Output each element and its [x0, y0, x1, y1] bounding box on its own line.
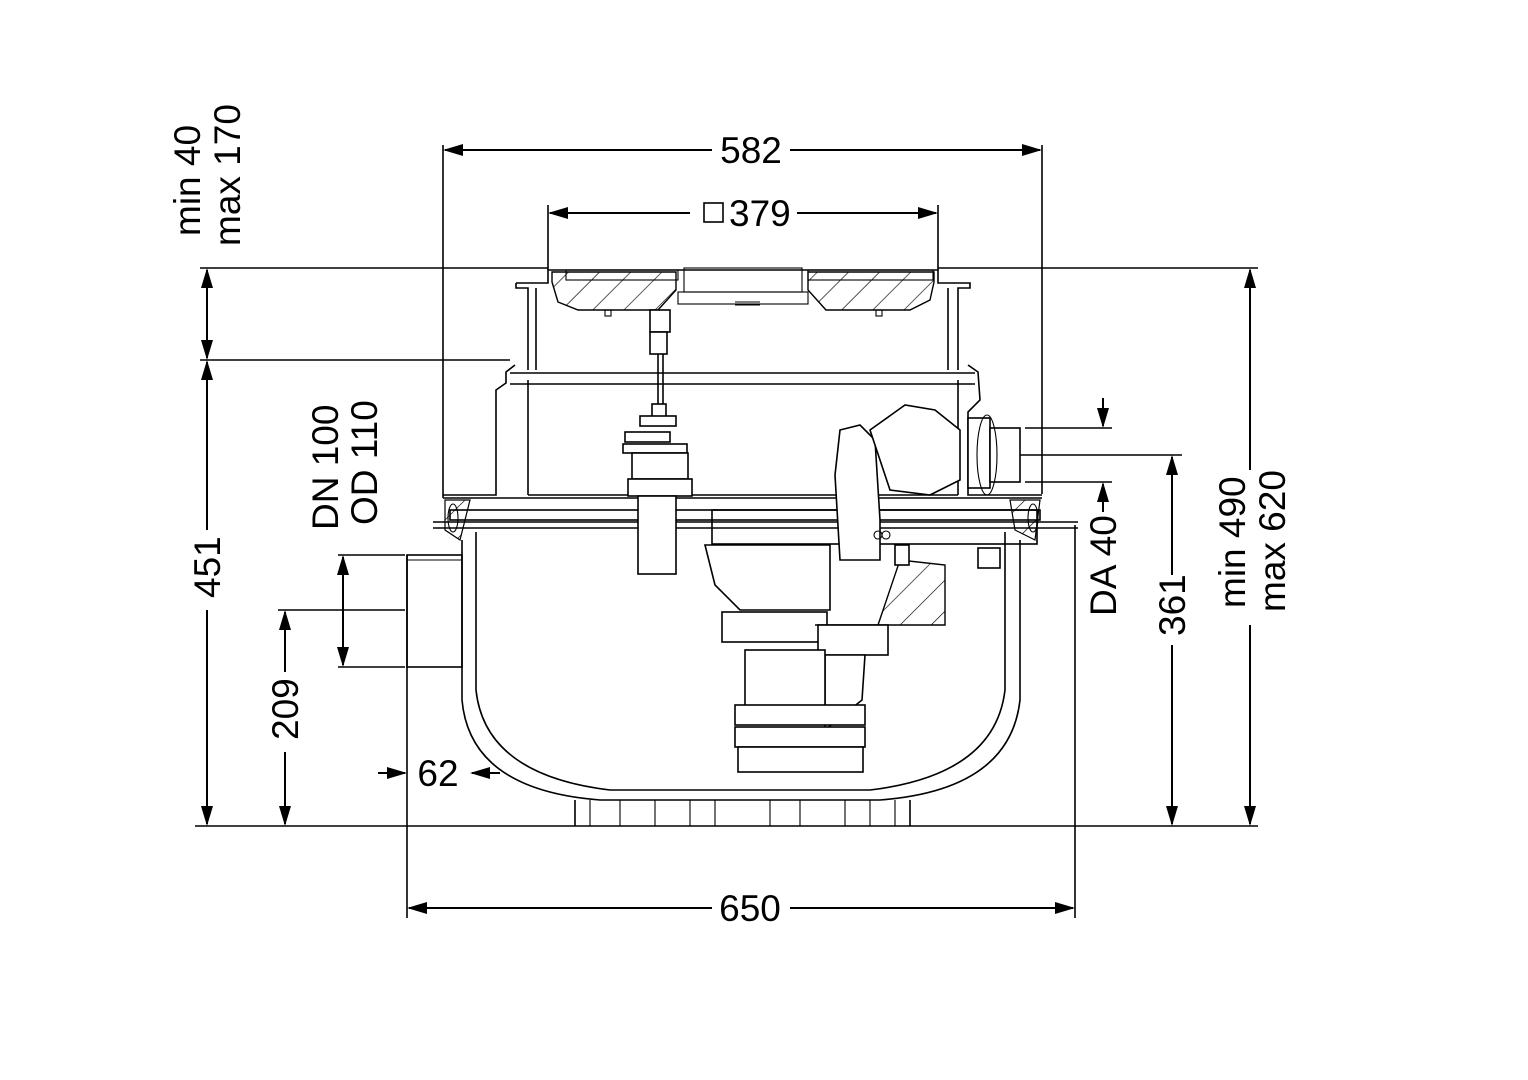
- dimension-label-451: 451: [187, 536, 228, 598]
- label-adjust-max: max 170: [207, 104, 248, 246]
- cover-lid: [515, 267, 971, 370]
- chamber-body: [406, 267, 1078, 826]
- flange: [433, 499, 1078, 541]
- dimension-overall-height: min 490 max 620: [1212, 268, 1293, 826]
- dimension-adjustment-height: min 40 max 170: [167, 104, 248, 360]
- dimension-label-582: 582: [720, 130, 782, 171]
- pump: [703, 404, 1038, 773]
- dimension-label-650: 650: [719, 888, 781, 929]
- label-adjust-min: min 40: [167, 125, 208, 236]
- dimension-outlet-diameter: DA 40: [1083, 398, 1124, 616]
- label-outlet-da: DA 40: [1083, 515, 1124, 616]
- bowl: [461, 532, 1021, 826]
- inlet-pipe: [406, 554, 463, 668]
- label-inlet-dn: DN 100: [305, 405, 346, 530]
- dimension-label-361: 361: [1152, 574, 1193, 636]
- dimension-cover-size: 379: [548, 193, 938, 234]
- label-inlet-od: OD 110: [344, 400, 385, 525]
- dimension-inlet-height: 209: [265, 610, 306, 826]
- square-symbol-icon: [703, 202, 724, 223]
- dimension-inlet-diameter: DN 100 OD 110: [305, 400, 385, 667]
- label-overall-max: max 620: [1252, 470, 1293, 612]
- label-overall-min: min 490: [1212, 476, 1253, 608]
- dimension-wall-offset: 62: [378, 753, 500, 794]
- dimension-label-379: 379: [729, 193, 791, 234]
- dimension-label-209: 209: [265, 678, 306, 740]
- dimension-top-width: 582: [443, 130, 1042, 171]
- dimension-outlet-height: 361: [1152, 455, 1193, 826]
- float-switch: [622, 309, 693, 575]
- dimension-label-62: 62: [417, 753, 458, 794]
- dimension-bottom-width: 650: [407, 888, 1075, 929]
- dimension-total-height: 451: [187, 360, 228, 826]
